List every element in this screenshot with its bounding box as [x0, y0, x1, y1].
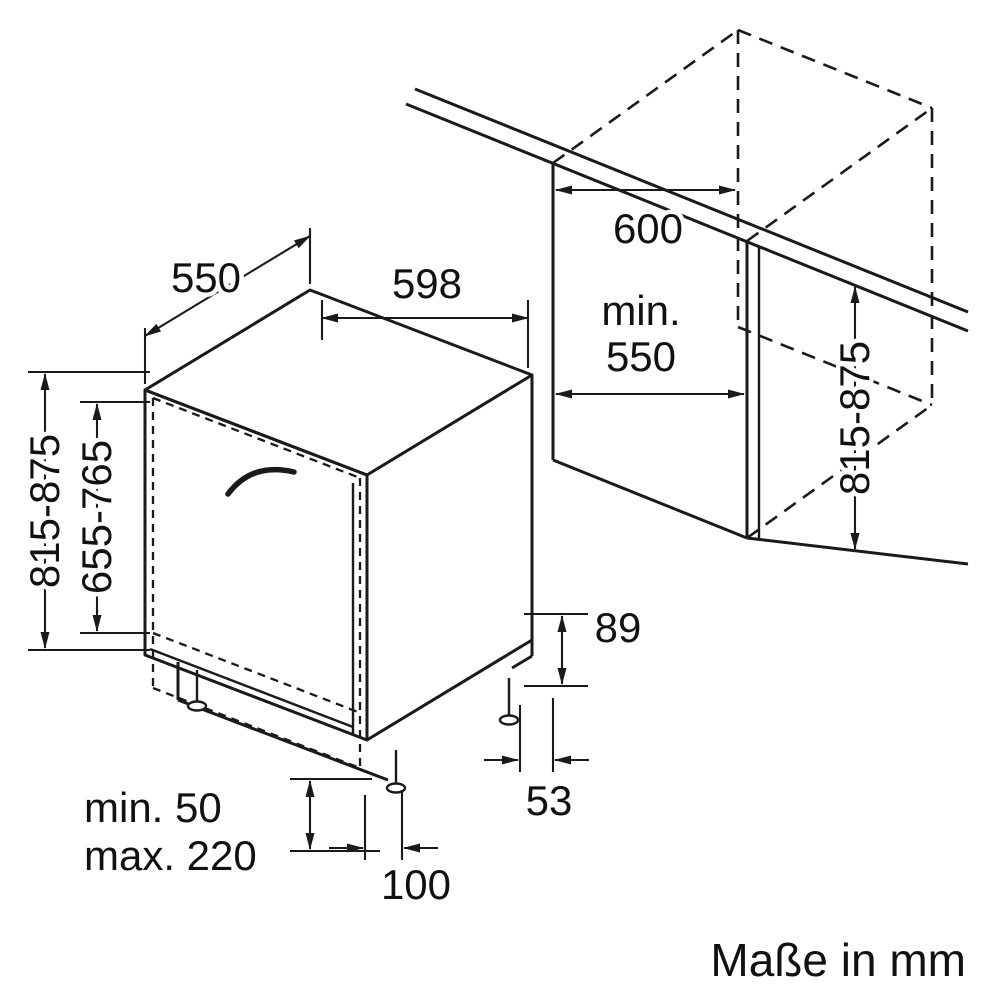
dim-appliance-width: 598 [320, 256, 530, 368]
dishwasher [143, 288, 534, 794]
adjustable-foot-front [385, 750, 407, 794]
plinth-base [176, 640, 534, 782]
niche-hidden-edges [552, 28, 934, 540]
label-niche-depth-value: 550 [606, 333, 676, 380]
label-niche-width: 600 [613, 205, 683, 252]
units-note: Maße in mm [710, 934, 966, 986]
dim-appliance-depth: 550 [143, 228, 312, 384]
label-front-foot-offset: 100 [381, 861, 451, 908]
adjustable-foot-left [186, 670, 208, 712]
dim-niche-height: 815-875 [827, 286, 883, 550]
door-panel-outline [151, 396, 362, 770]
label-appliance-height: 815-875 [21, 434, 68, 588]
dim-niche-depth: min. 550 [555, 283, 745, 399]
label-door-panel-height: 655-765 [73, 440, 120, 594]
label-niche-depth-min: min. [601, 287, 680, 334]
label-rear-foot-offset: 53 [526, 777, 573, 824]
label-plinth-clearance-max: max. 220 [84, 832, 257, 879]
dim-door-panel-height: 655-765 [69, 400, 150, 635]
dim-rear-foot-offset: 53 [484, 698, 589, 829]
dim-plinth-clearance: min. 50 max. 220 [80, 777, 380, 884]
dim-niche-width: 600 [555, 185, 736, 257]
dim-appliance-height: 815-875 [17, 370, 150, 652]
label-appliance-width: 598 [392, 260, 462, 307]
dim-front-foot-offset: 100 [329, 790, 456, 913]
dim-rear-base-height: 89 [524, 600, 646, 688]
worktop-front-edge [405, 87, 969, 333]
cabinet-niche [551, 28, 969, 566]
label-plinth-clearance-min: min. 50 [84, 784, 222, 831]
adjustable-foot-rear [498, 678, 520, 726]
label-appliance-depth: 550 [171, 254, 241, 301]
label-niche-height: 815-875 [831, 341, 878, 495]
door-handle [225, 466, 297, 497]
label-rear-base-height: 89 [595, 604, 642, 651]
